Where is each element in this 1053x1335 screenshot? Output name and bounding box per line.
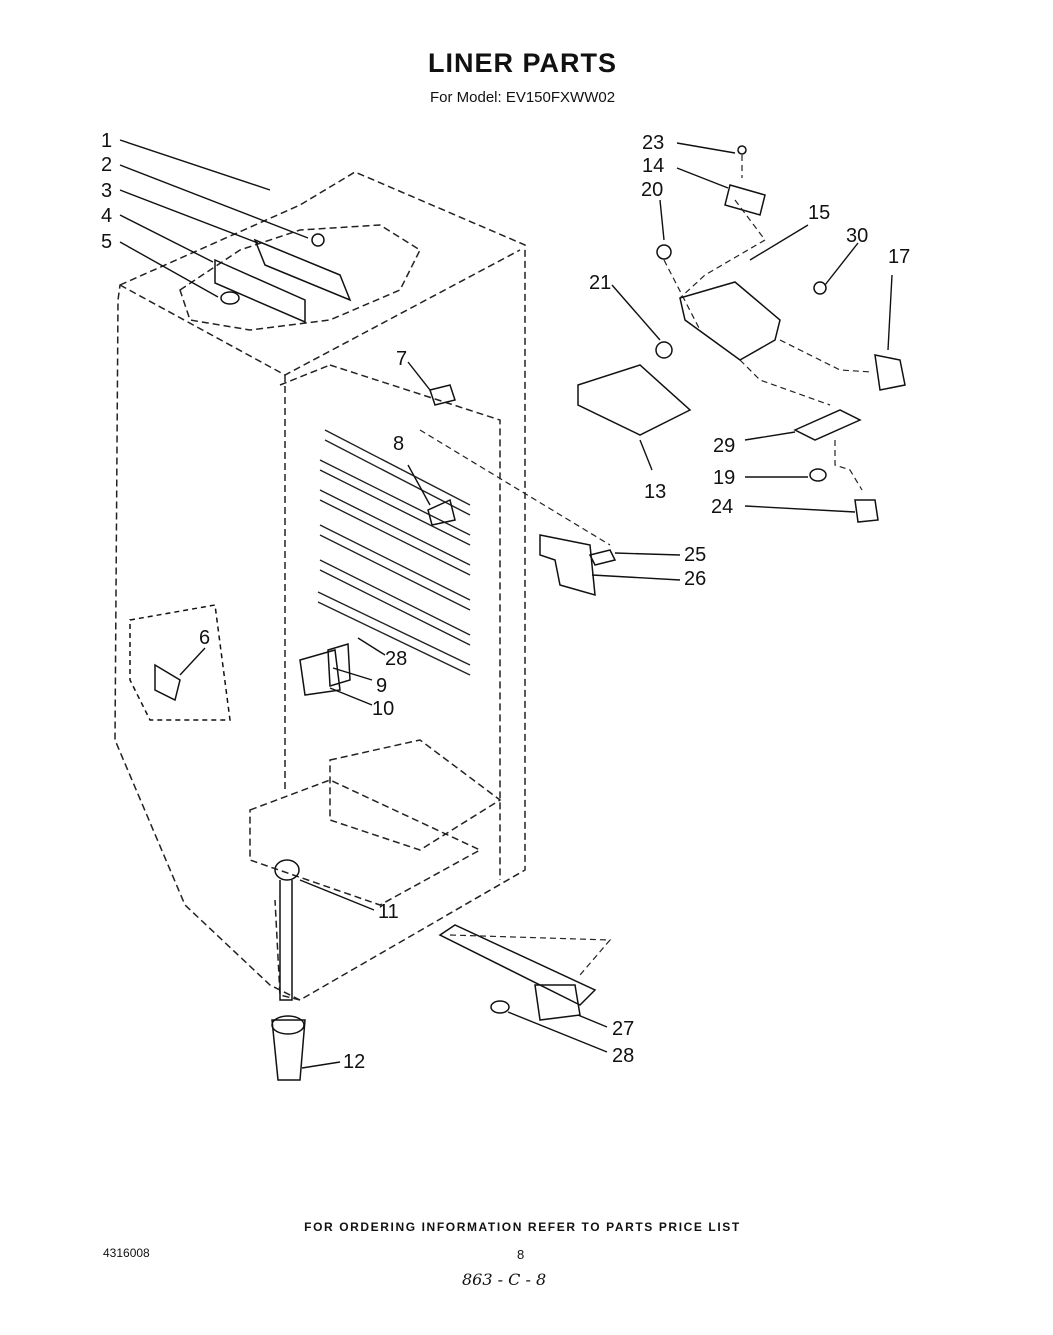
callout-17: 17 [888,246,910,268]
callout-7: 7 [396,348,407,370]
callout-4: 4 [101,205,112,227]
liner-cabinet [114,171,526,1001]
callout-29: 29 [713,435,735,457]
callout-20: 20 [641,179,663,201]
callout-5: 5 [101,231,112,253]
callout-28-middle: 28 [385,648,407,670]
callout-21: 21 [589,272,611,294]
page-title: LINER PARTS [427,48,617,78]
handwritten-note: 863 - C - 8 [462,1270,547,1289]
callout-28-bottom: 28 [612,1045,634,1067]
callout-26: 26 [684,568,706,590]
callout-3: 3 [101,180,112,202]
callout-numbers: 1 2 3 4 5 6 7 8 9 10 11 12 13 14 15 17 1… [101,130,910,1073]
shelf-rails [317,429,471,676]
ordering-note: FOR ORDERING INFORMATION REFER TO PARTS … [304,1220,741,1234]
callout-25: 25 [684,544,706,566]
document-code: 4316008 [103,1246,150,1260]
leader-lines [119,139,893,1069]
connector-lines [419,155,873,976]
page-number: 8 [517,1247,525,1262]
callout-6: 6 [199,627,210,649]
callout-13: 13 [644,481,666,503]
callout-24: 24 [711,496,733,518]
callout-11: 11 [378,901,399,923]
callout-8: 8 [393,433,404,455]
callout-9: 9 [376,675,387,697]
callout-30: 30 [846,225,868,247]
callout-15: 15 [808,202,830,224]
callout-19: 19 [713,467,735,489]
small-parts [129,145,906,1081]
callout-23: 23 [642,132,664,154]
model-line: For Model: EV150FXWW02 [429,89,616,106]
callout-14: 14 [642,155,664,177]
callout-1: 1 [101,130,112,152]
callout-12: 12 [343,1051,365,1073]
callout-2: 2 [101,154,112,176]
callout-27: 27 [612,1018,634,1040]
callout-10: 10 [372,698,394,720]
